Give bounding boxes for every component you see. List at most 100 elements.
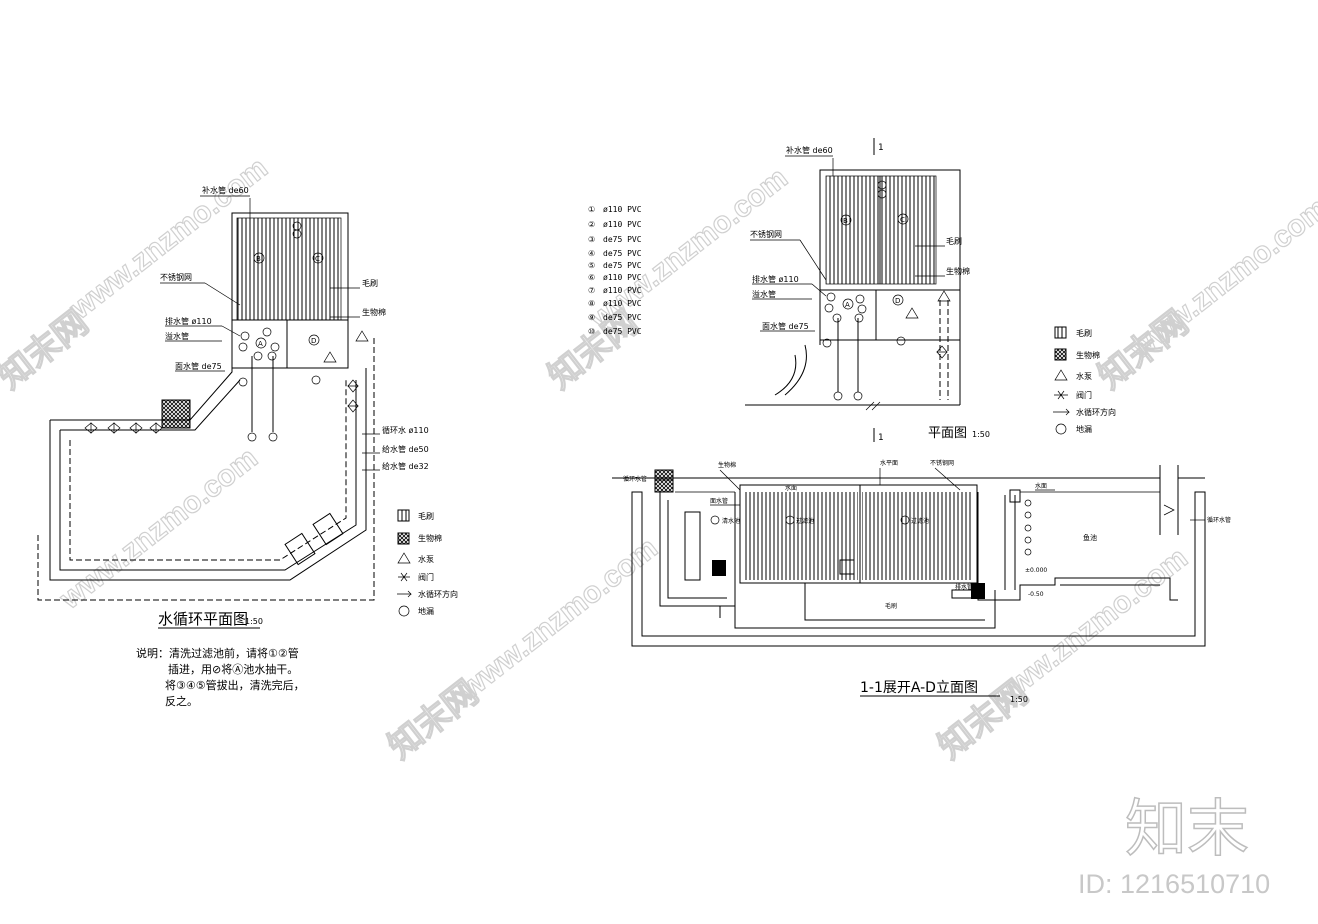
- label-elev1: ±0.000: [1025, 567, 1047, 574]
- bio-cotton-block: [161, 399, 191, 429]
- label-brush: 毛刷: [946, 236, 962, 246]
- pipe-no: ⑨: [588, 313, 595, 322]
- pump-icon: [1054, 369, 1068, 381]
- pipe-no: ⑧: [588, 299, 595, 308]
- watermark-brand: 知末网: [1092, 304, 1196, 397]
- pipe-spec: ø110 PVC: [603, 299, 642, 308]
- legend-label: 生物棉: [418, 533, 442, 543]
- label-water: 水面: [785, 484, 797, 492]
- pump-icon: [355, 330, 369, 342]
- floor-drain-icon: [833, 391, 843, 401]
- svg-text:A: A: [258, 340, 263, 348]
- label-elev2: -0.50: [1028, 591, 1044, 598]
- flow-arrow-icon: [397, 590, 412, 598]
- pipe-spec: de75 PVC: [603, 313, 642, 322]
- legend-label: 阀门: [1076, 390, 1092, 400]
- brand-logo: 知末: [1125, 795, 1249, 864]
- label-steel-mesh: 不锈钢网: [750, 229, 782, 239]
- label-filter2: 过滤池: [911, 517, 929, 525]
- label-bio-cotton: 生物棉: [946, 266, 970, 276]
- right-plan: 1 1 B C D A: [745, 138, 1116, 443]
- legend-label: 阀门: [418, 572, 434, 582]
- section-mark: 1: [878, 143, 884, 153]
- pipe-no: ④: [588, 249, 595, 258]
- pipe-no: ①: [588, 205, 595, 214]
- legend-label: 毛刷: [418, 511, 434, 521]
- floor-drain-icon: [247, 432, 257, 442]
- label-circ-pipe: 循环水管: [1207, 516, 1231, 524]
- label-makeup-pipe: 补水管 de60: [786, 145, 833, 155]
- bio-cotton-icon: [1054, 348, 1067, 361]
- section-mark: 1: [878, 433, 884, 443]
- legend-label: 水循环方向: [1076, 407, 1116, 417]
- left-plan-scale: 1:50: [245, 617, 263, 626]
- floor-drain-icon: [1055, 423, 1067, 435]
- legend-label: 生物棉: [1076, 350, 1100, 360]
- left-plan: B C D A: [37, 185, 458, 708]
- drawing-id: ID: 1216510710: [1078, 869, 1270, 899]
- watermark-brand: 知末网: [382, 674, 486, 767]
- label-drain-pipe: 排水管 ø110: [752, 274, 799, 284]
- svg-text:D: D: [311, 337, 316, 345]
- svg-text:B: B: [256, 255, 261, 263]
- label-surface-pipe: 面水管 de75: [175, 361, 222, 371]
- pipe-spec: ø110 PVC: [603, 273, 642, 282]
- pipe-no: ⑥: [588, 273, 595, 282]
- label-filter1: 过滤池: [796, 517, 814, 525]
- label-drain: 排水管: [955, 583, 973, 591]
- note-line: 说明：清洗过滤池前，请将①②管: [136, 646, 299, 660]
- floor-drain-icon: [268, 432, 278, 442]
- right-plan-scale: 1:50: [972, 430, 990, 439]
- section-title: 1-1展开A-D立面图: [860, 680, 978, 696]
- note-line: 反之。: [165, 694, 198, 708]
- label-circulation: 循环水 ø110: [382, 425, 429, 435]
- svg-text:C: C: [315, 255, 320, 263]
- svg-text:B: B: [843, 217, 848, 225]
- label-supply: 给水管 de50: [382, 444, 429, 454]
- pipe-spec: de75 PVC: [603, 261, 642, 270]
- watermark-brand: 知末网: [0, 304, 95, 397]
- legend-label: 地漏: [418, 606, 434, 616]
- bio-cotton-icon: [397, 532, 410, 545]
- label-water-level: 水平面: [880, 459, 898, 467]
- pipe-spec: ø110 PVC: [603, 286, 642, 295]
- brush-icon: [1054, 326, 1067, 339]
- legend-label: 水泵: [1076, 371, 1092, 381]
- note-line: 将③④⑤管拔出，清洗完后，: [165, 678, 305, 692]
- floor-drain-icon: [853, 391, 863, 401]
- pump-icon: [397, 552, 411, 564]
- floor-drain-icon: [398, 605, 410, 617]
- valve-icon: [398, 572, 410, 582]
- note-line: 插进，用⊘将Ⓐ池水抽干。: [168, 662, 298, 676]
- label-makeup-pipe: 补水管 de60: [202, 185, 249, 195]
- brush-icon: [397, 509, 410, 522]
- label-brush: 毛刷: [362, 278, 378, 288]
- label-overflow: 溢水管: [752, 289, 776, 299]
- legend-label: 水泵: [418, 554, 434, 564]
- pipe-no: ⑩: [588, 327, 595, 336]
- pipe-no: ③: [588, 235, 595, 244]
- label-steel-mesh: 不锈钢网: [160, 272, 192, 282]
- watermark-text: www.znzmo.com: [53, 441, 264, 616]
- label-drain-pipe: 排水管 ø110: [165, 316, 212, 326]
- right-legend: 毛刷 生物棉 水泵 阀门 水循环方向 地漏: [1053, 326, 1116, 435]
- label-overflow: 溢水管: [165, 331, 189, 341]
- svg-text:C: C: [900, 216, 905, 224]
- pump-block: [712, 560, 726, 576]
- left-legend: 毛刷 生物棉 水泵 阀门 水循环方向 地漏: [397, 509, 458, 617]
- pipe-spec: ø110 PVC: [603, 205, 642, 214]
- pipe-spec: de75 PVC: [603, 249, 642, 258]
- label-surface-pipe: 面水管 de75: [762, 321, 809, 331]
- label-feed: 给水管 de32: [382, 461, 429, 471]
- svg-text:D: D: [895, 297, 900, 305]
- pipe-spec: ø110 PVC: [603, 220, 642, 229]
- label-surface: 面水管: [710, 497, 728, 505]
- label-brush: 毛刷: [885, 602, 897, 610]
- label-bio: 生物棉: [718, 461, 736, 469]
- section-scale: 1:50: [1010, 695, 1028, 704]
- legend-label: 毛刷: [1076, 328, 1092, 338]
- pump-icon: [323, 351, 337, 363]
- label-clear-pool: 清水池: [722, 517, 740, 525]
